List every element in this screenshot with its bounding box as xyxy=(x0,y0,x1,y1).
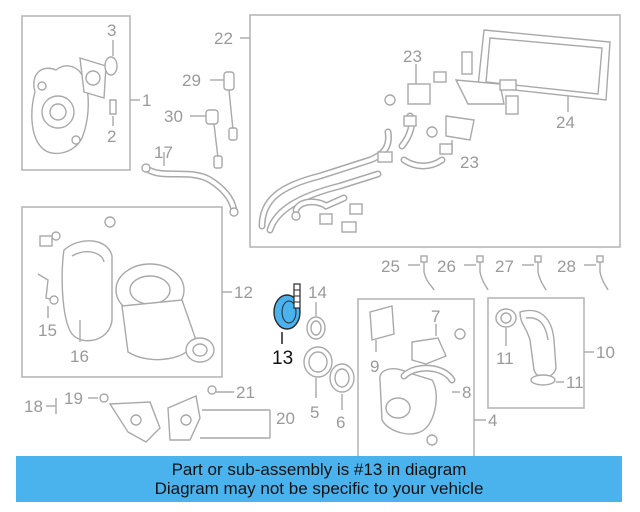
part-2-bolt xyxy=(109,99,117,115)
callout-30: 30 xyxy=(164,107,183,126)
callout-1: 1 xyxy=(142,91,151,110)
group-box-10 xyxy=(487,297,585,409)
callout-21: 21 xyxy=(236,383,255,402)
banner-line-2: Diagram may not be specific to your vehi… xyxy=(154,479,484,498)
part-11-seal xyxy=(495,308,517,346)
callout-7: 7 xyxy=(431,307,440,326)
callout-14: 14 xyxy=(308,283,327,302)
callout-9: 9 xyxy=(370,357,379,376)
part-12-turbo xyxy=(39,216,215,363)
callout-23b: 23 xyxy=(460,153,479,172)
callout-27: 27 xyxy=(495,257,514,276)
part-10-hose xyxy=(519,309,557,386)
part-25-clamp xyxy=(408,255,435,291)
banner-line-1: Part or sub-assembly is #13 in diagram xyxy=(171,460,467,479)
callout-11b: 11 xyxy=(566,373,584,392)
part-14-gasket xyxy=(306,316,326,340)
part-22-hoses xyxy=(258,112,453,234)
callout-23a: 23 xyxy=(403,47,422,66)
callout-19: 19 xyxy=(64,389,83,408)
part-1-housing xyxy=(31,65,89,155)
callout-11a: 11 xyxy=(496,349,514,368)
part-26-clamp xyxy=(464,255,489,291)
callout-10: 10 xyxy=(596,343,615,362)
callout-16: 16 xyxy=(70,347,89,366)
callout-29: 29 xyxy=(182,71,201,90)
callout-28: 28 xyxy=(557,257,576,276)
part-15-line xyxy=(37,273,59,305)
callout-26: 26 xyxy=(437,257,456,276)
part-3-gasket xyxy=(79,57,107,99)
part-3-ring xyxy=(104,56,118,76)
callout-3: 3 xyxy=(107,21,116,40)
callout-17: 17 xyxy=(154,143,173,162)
info-banner: Part or sub-assembly is #13 in diagram D… xyxy=(16,456,622,502)
part-30-sensor xyxy=(190,109,223,169)
part-4-housing xyxy=(379,364,456,446)
callout-2: 2 xyxy=(107,127,116,146)
part-9-bracket xyxy=(369,305,395,352)
group-box-22 xyxy=(249,14,621,248)
callout-12: 12 xyxy=(234,283,253,302)
part-29-sensor xyxy=(210,71,238,141)
callout-5: 5 xyxy=(310,403,319,422)
callout-18: 18 xyxy=(24,397,43,416)
part-17-pipe xyxy=(141,152,239,217)
callout-13[interactable]: 13 xyxy=(272,348,293,369)
callout-22: 22 xyxy=(214,29,233,48)
part-20-bracket xyxy=(167,385,271,441)
callout-6: 6 xyxy=(336,413,345,432)
callout-8: 8 xyxy=(462,383,471,402)
part-13-highlighted[interactable] xyxy=(273,283,301,330)
callout-25: 25 xyxy=(381,257,400,276)
part-7-actuator xyxy=(411,324,466,365)
part-23-bracket-lower xyxy=(426,115,475,141)
part-27-clamp xyxy=(522,255,547,291)
callout-15: 15 xyxy=(38,321,57,340)
callout-20: 20 xyxy=(276,409,295,428)
part-23-bracket-upper xyxy=(384,51,519,115)
part-28-clamp xyxy=(584,255,609,291)
part-5-clamp xyxy=(303,346,333,378)
callout-24: 24 xyxy=(556,113,575,132)
part-6-gasket xyxy=(329,363,355,393)
group-box-1 xyxy=(21,15,131,171)
callout-4: 4 xyxy=(488,411,497,430)
part-18-bracket xyxy=(46,393,161,443)
